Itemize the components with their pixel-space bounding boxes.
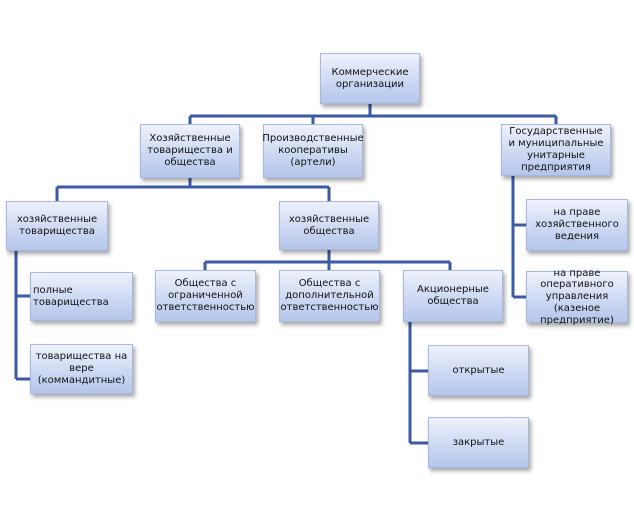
node-open-jsc: открытые	[428, 345, 529, 396]
node-label: хозяйственные общества	[288, 213, 370, 237]
node-partnerships: хозяйственные товарищества	[6, 201, 108, 251]
node-joint-stock-companies: Акционерные общества	[403, 270, 503, 322]
node-business-partnerships-and-companies: Хозяйственные товарищества и общества	[140, 124, 240, 178]
node-label: Хозяйственные товарищества и общества	[147, 133, 233, 168]
node-label: Государственные и муниципальные унитарны…	[508, 126, 604, 173]
node-label: открытые	[452, 364, 505, 376]
node-label: Производственные кооперативы (артели)	[262, 133, 364, 168]
node-label: Акционерные общества	[417, 284, 489, 307]
node-label: полные товарищества	[33, 284, 109, 308]
node-label: Общества с ограниченной ответственностью	[156, 278, 255, 313]
node-operational-management: на праве оперативного управления (казено…	[526, 268, 628, 326]
node-production-cooperatives: Производственные кооперативы (артели)	[262, 124, 364, 178]
node-companies: хозяйственные общества	[279, 201, 379, 250]
node-label: Коммерческие организации	[331, 66, 409, 90]
node-label: товарищества на вере (коммандитные)	[35, 351, 128, 386]
node-label: на праве хозяйственного ведения	[535, 207, 619, 242]
node-general-partnerships: полные товарищества	[30, 272, 133, 321]
node-unitary-enterprises: Государственные и муниципальные унитарны…	[501, 124, 611, 176]
node-llc: Общества с ограниченной ответственностью	[155, 270, 256, 322]
node-closed-jsc: закрытые	[428, 417, 529, 468]
node-limited-partnerships: товарищества на вере (коммандитные)	[30, 344, 133, 394]
node-economic-management: на праве хозяйственного ведения	[526, 199, 628, 251]
node-label: закрытые	[452, 436, 505, 448]
node-label: Общества с дополнительной ответственност…	[280, 278, 379, 313]
node-commercial-organizations: Коммерческие организации	[320, 53, 420, 104]
node-label: хозяйственные товарищества	[16, 214, 98, 237]
node-label: на праве оперативного управления (казено…	[540, 267, 614, 326]
node-alc: Общества с дополнительной ответственност…	[279, 270, 380, 322]
